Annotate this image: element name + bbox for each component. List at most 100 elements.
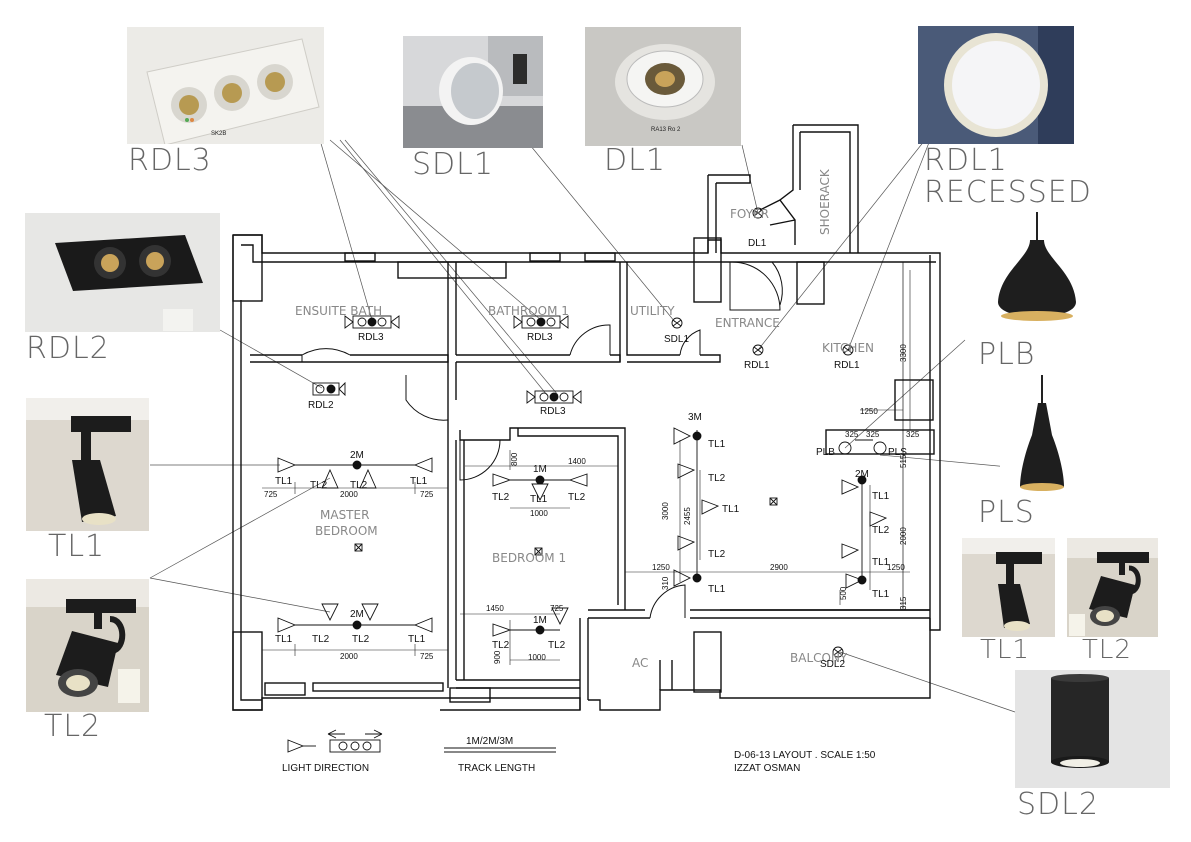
dim-325: 325	[906, 430, 920, 439]
rdl1-photo	[918, 26, 1074, 144]
tag-1m-bed-top: 1M	[533, 464, 547, 475]
title-block-line2: IZZAT OSMAN	[734, 763, 800, 774]
tag-plb: PLB	[816, 447, 835, 458]
tag-tl1: TL1	[708, 439, 726, 450]
tl1-photo-left	[26, 398, 149, 531]
dim-2000: 2000	[340, 652, 358, 661]
dim-2000: 2000	[340, 490, 358, 499]
dim-2455: 2455	[683, 507, 692, 525]
tag-3m: 3M	[688, 412, 702, 423]
rdl3-symbol-hall	[526, 390, 582, 404]
room-ac: AC	[632, 656, 648, 670]
tag-tl2: TL2	[310, 480, 328, 491]
dim-1450: 1450	[486, 604, 504, 613]
room-entrance: ENTRANCE	[715, 316, 780, 330]
sdl1-label: SDL1	[412, 147, 494, 182]
tag-dl1: DL1	[748, 238, 767, 249]
dim-725: 725	[550, 604, 564, 613]
tag-sdl1: SDL1	[664, 334, 689, 345]
room-utility: UTILITY	[630, 304, 675, 318]
rdl1-symbol-b	[842, 344, 854, 356]
track-master-top	[277, 457, 433, 489]
dim-1000: 1000	[528, 653, 546, 662]
room-bedroom-1: BEDROOM 1	[492, 551, 566, 565]
fixture-symbols	[277, 207, 888, 658]
tag-tl2: TL2	[568, 492, 586, 503]
room-ensuite-bath: ENSUITE BATH	[295, 304, 382, 318]
tag-tl2: TL2	[708, 473, 726, 484]
tl1-label-left: TL1	[48, 529, 106, 564]
tl2-photo-left	[26, 579, 149, 712]
dim-325: 325	[845, 430, 859, 439]
dl1-label: DL1	[604, 143, 666, 178]
fixture-tags: RDL3 RDL3 RDL3 RDL2 SDL1 DL1 RDL1 RDL1 P…	[275, 238, 907, 670]
rdl2-photo	[25, 213, 220, 332]
plb-label: PLB	[978, 337, 1036, 372]
rdl3-symbol-bath1	[513, 315, 569, 329]
tag-tl2: TL2	[872, 525, 890, 536]
rdl3-photo: SK2B	[127, 27, 324, 144]
tag-tl1: TL1	[275, 634, 293, 645]
tag-tl2: TL2	[352, 634, 370, 645]
dim-1250: 1250	[860, 407, 878, 416]
track-bedroom1-top	[492, 473, 588, 502]
tag-rdl3-hall: RDL3	[540, 406, 566, 417]
dim-725: 725	[420, 490, 434, 499]
room-labels: ENSUITE BATH BATHROOM 1 UTILITY FOYER SH…	[295, 168, 874, 670]
dim-2900: 2900	[770, 563, 788, 572]
rdl3-photo-tag: SK2B	[211, 131, 227, 137]
pendant-symbols	[838, 439, 887, 455]
room-master-bedroom-line1: MASTER	[320, 508, 369, 522]
dim-310: 310	[661, 576, 670, 590]
tag-2m-master-bottom: 2M	[350, 609, 364, 620]
tag-tl2: TL2	[492, 640, 510, 651]
dim-1400: 1400	[568, 457, 586, 466]
recessed-label: RECESSED	[924, 175, 1092, 210]
dim-500: 500	[839, 586, 848, 600]
dim-1000: 1000	[530, 509, 548, 518]
tag-2m-master-top: 2M	[350, 450, 364, 461]
tag-rdl2: RDL2	[308, 400, 334, 411]
tag-tl2: TL2	[708, 549, 726, 560]
dim-1250: 1250	[887, 563, 905, 572]
legend	[287, 729, 556, 753]
tag-tl2: TL2	[548, 640, 566, 651]
pls-photo	[1000, 375, 1080, 500]
tl1-label-right: TL1	[980, 635, 1030, 665]
tl2-label-left: TL2	[44, 709, 102, 744]
dim-900: 900	[493, 650, 502, 664]
tag-tl1: TL1	[722, 504, 740, 515]
tag-tl1: TL1	[708, 584, 726, 595]
sdl1-symbol	[671, 317, 683, 329]
tag-tl1: TL1	[872, 589, 890, 600]
door-swings	[301, 261, 783, 619]
legend-light-direction: LIGHT DIRECTION	[282, 763, 369, 774]
tag-rdl1-b: RDL1	[834, 360, 860, 371]
rdl2-label: RDL2	[26, 331, 110, 366]
sdl1-photo	[403, 36, 543, 148]
tag-tl2: TL2	[492, 492, 510, 503]
dim-515: 515	[899, 454, 908, 468]
legend-track-length: TRACK LENGTH	[458, 763, 535, 774]
dl1-symbol	[752, 207, 764, 219]
tag-tl1: TL1	[872, 557, 890, 568]
rdl3-label: RDL3	[128, 143, 212, 178]
tag-rdl3-ensuite: RDL3	[358, 332, 384, 343]
room-bathroom-1: BATHROOM 1	[488, 304, 569, 318]
ceiling-points	[354, 497, 778, 556]
track-living-3m	[673, 427, 720, 587]
plb-photo	[980, 212, 1080, 342]
dimension-values: 725 2000 725 2000 725 1400 800 1000 1450…	[264, 344, 920, 664]
walls	[232, 124, 941, 711]
dim-3300: 3300	[899, 344, 908, 362]
track-bedroom1-bottom	[492, 607, 569, 637]
leader-lines	[149, 139, 1021, 713]
tag-rdl1-a: RDL1	[744, 360, 770, 371]
room-master-bedroom-line2: BEDROOM	[315, 524, 378, 538]
dim-3000: 3000	[661, 502, 670, 520]
tag-tl1: TL1	[410, 476, 428, 487]
tag-sdl2: SDL2	[820, 659, 845, 670]
rdl1-label: RDL1	[924, 143, 1008, 178]
tag-tl1: TL1	[872, 491, 890, 502]
